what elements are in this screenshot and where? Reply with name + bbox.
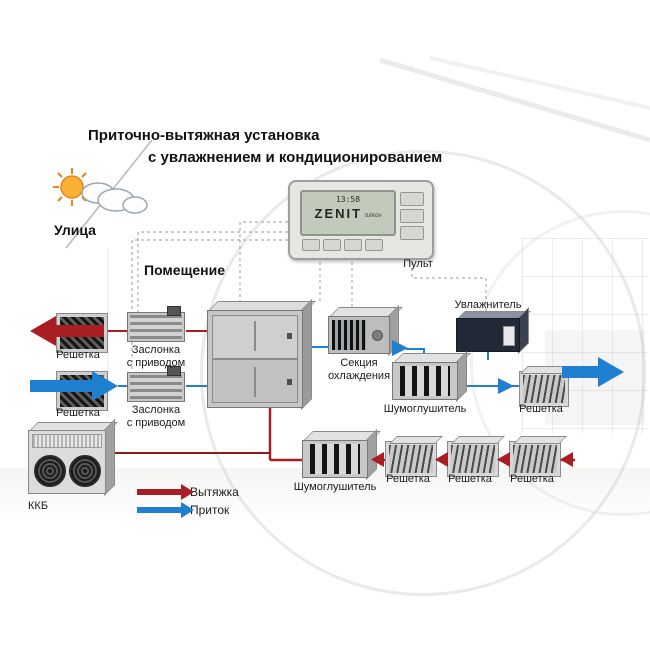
diagram-title-line2: с увлажнением и кондиционированием <box>148 149 443 166</box>
weather-icon <box>53 168 148 214</box>
remote-time: 13:58 <box>335 195 361 204</box>
street-supply-grille-label: Решетка <box>56 407 100 419</box>
supply-silencer-label: Шумоглушитель <box>383 403 467 415</box>
kkb-label: ККБ <box>28 500 49 512</box>
remote-button <box>400 226 424 240</box>
kkb-fan <box>34 455 66 487</box>
cooling-section-unit <box>328 305 403 356</box>
street-exhaust-grille-label: Решетка <box>56 349 100 361</box>
kkb-unit <box>28 419 118 496</box>
humidifier-unit <box>456 307 531 354</box>
room-exhaust-grille-3-label: Решетка <box>510 473 554 485</box>
room-exhaust-grille-1 <box>385 436 443 477</box>
remote-label: Пульт <box>403 258 433 270</box>
zone-street-label: Улица <box>54 222 96 238</box>
remote-button <box>302 239 320 251</box>
room-exhaust-grille-3 <box>509 436 567 477</box>
zone-room-label: Помещение <box>144 262 226 278</box>
flow-legend: Вытяжка Приток <box>137 483 239 519</box>
room-supply-grille-label: Решетка <box>519 403 563 415</box>
kkb-fan <box>69 455 101 487</box>
sun-icon <box>53 168 91 206</box>
remote-brand-sub: turkov <box>365 213 382 219</box>
legend-supply-arrow-icon <box>137 502 194 518</box>
remote-brand: ZENIT <box>314 206 363 221</box>
ceiling-beam-hint <box>379 57 650 143</box>
exhaust-silencer-unit <box>302 429 381 480</box>
room-supply-grille <box>519 366 572 407</box>
street-supply-grille <box>56 371 108 411</box>
room-exhaust-grille-2-label: Решетка <box>448 473 492 485</box>
room-exhaust-grille-1-label: Решетка <box>386 473 430 485</box>
remote-button <box>400 192 424 206</box>
exhaust-damper-unit <box>127 306 185 342</box>
ceiling-beam-hint-2 <box>429 56 650 110</box>
remote-display: 13:58 ZENIT turkov <box>300 190 396 236</box>
legend-exhaust-label: Вытяжка <box>190 485 239 499</box>
damper-actuator <box>167 306 181 316</box>
remote-control: 13:58 ZENIT turkov <box>288 180 434 260</box>
room-exhaust-grille-2 <box>447 436 505 477</box>
cloud-icon <box>81 182 148 214</box>
humidifier-label: Увлажнитель <box>454 299 522 311</box>
street-exhaust-grille <box>56 313 108 353</box>
remote-button <box>323 239 341 251</box>
exhaust-silencer-label: Шумоглушитель <box>293 481 377 493</box>
supply-silencer-unit <box>392 351 471 402</box>
remote-button <box>400 209 424 223</box>
remote-button <box>344 239 362 251</box>
legend-exhaust-arrow-icon <box>137 484 194 500</box>
supply-damper-unit <box>127 366 185 402</box>
ahu-unit <box>207 299 316 410</box>
remote-button <box>365 239 383 251</box>
legend-supply-label: Приток <box>190 503 230 517</box>
diagram-title-line1: Приточно-вытяжная установка <box>88 127 320 144</box>
